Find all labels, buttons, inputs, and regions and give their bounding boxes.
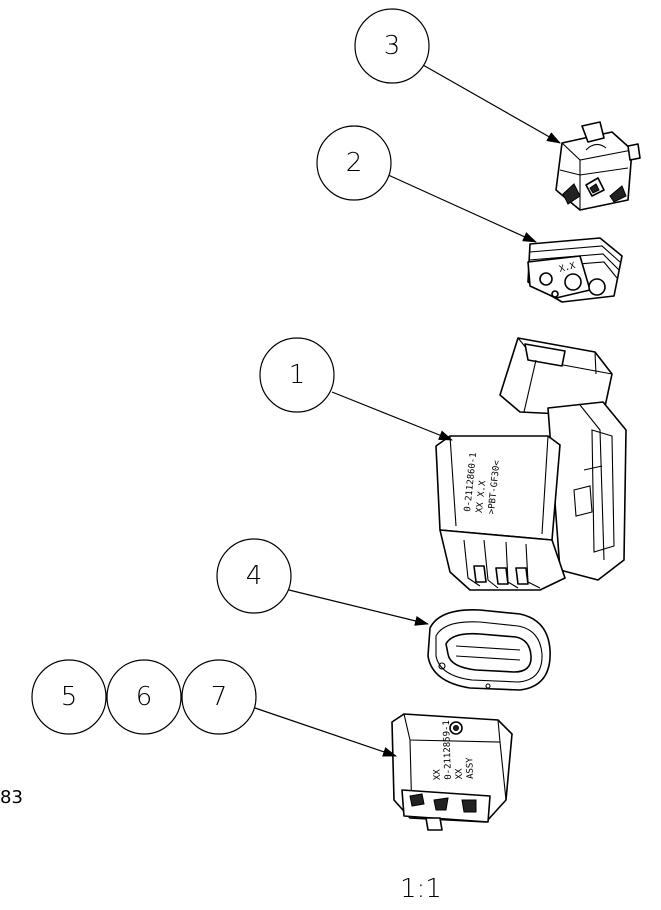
part-5-6-7-cover-assembly: XX 0-2112859-1 XX ASSY	[391, 713, 513, 831]
part-3-cap	[555, 121, 641, 211]
seal-marking: X.X	[558, 261, 577, 275]
balloon-5: 5	[31, 659, 107, 735]
balloon-2: 2	[316, 125, 392, 201]
cover-marking-4: ASSY	[465, 757, 476, 780]
part-2-seal-plate: X.X	[527, 237, 623, 303]
svg-text:3: 3	[384, 31, 401, 61]
scale-label: 1:1	[400, 874, 442, 904]
svg-text:7: 7	[211, 682, 228, 712]
cover-marking-3: XX	[455, 768, 465, 780]
balloon-1: 1	[259, 337, 335, 413]
cover-marking-2: 0-2112859-1	[442, 720, 454, 780]
balloon-7: 7	[181, 659, 257, 735]
svg-text:2: 2	[346, 148, 363, 178]
balloon-4: 4	[216, 538, 292, 614]
part-1-housing: 0-2112860-1 XX X.X >PBT-GF30<	[435, 337, 627, 591]
leader-lines	[254, 64, 561, 757]
side-label: 83	[0, 787, 23, 808]
balloon-6: 6	[106, 659, 182, 735]
svg-text:4: 4	[246, 561, 263, 591]
part-4-seal-ring	[427, 609, 551, 691]
balloon-3: 3	[354, 8, 430, 84]
svg-text:1: 1	[289, 360, 306, 390]
housing-marking-2: XX X.X	[475, 480, 488, 514]
svg-text:6: 6	[136, 682, 153, 712]
cover-marking-1: XX	[433, 768, 443, 780]
svg-text:5: 5	[61, 682, 78, 712]
